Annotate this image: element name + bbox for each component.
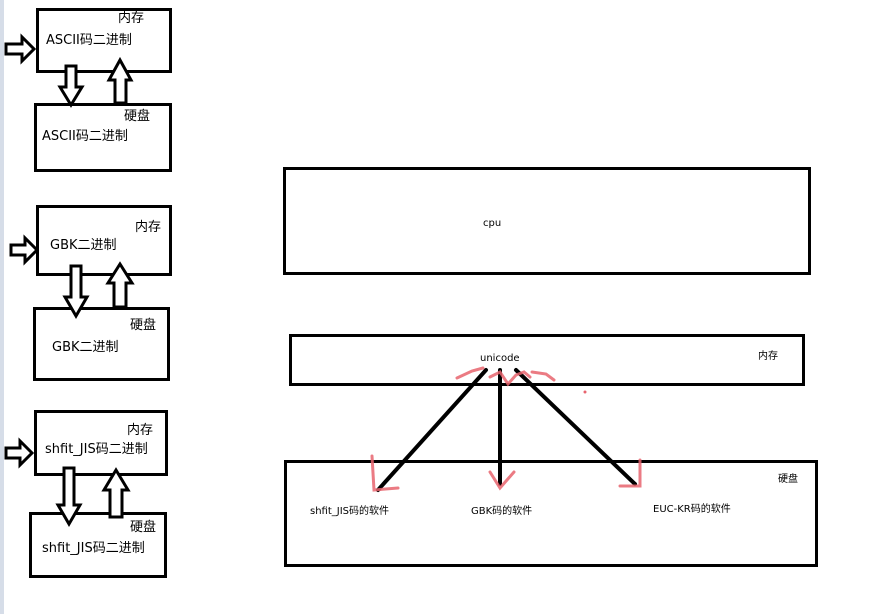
gbk-disk-label: 硬盘 [130, 318, 157, 333]
ascii-memory-label: 内存 [118, 11, 145, 26]
up-arrow-1 [106, 56, 134, 105]
jis-memory-box [34, 410, 168, 476]
disk-tag: 硬盘 [778, 474, 798, 485]
cpu-label: cpu [483, 218, 502, 229]
down-arrow-3 [55, 466, 83, 527]
jis-disk-box [29, 512, 167, 578]
down-arrow-1 [57, 64, 85, 108]
unicode-label: unicode [480, 353, 520, 364]
left-edge-strip [0, 0, 4, 614]
jis-memory-label: 内存 [127, 423, 154, 438]
line-to-shift-jis [376, 368, 488, 492]
marker-top-1 [455, 366, 485, 380]
marker-top-3 [530, 370, 556, 382]
jis-disk-text: shfit_JIS码二进制 [42, 541, 145, 556]
memory-tag: 内存 [758, 351, 778, 362]
marker-top-2 [488, 370, 532, 387]
unicode-memory-box [289, 334, 805, 386]
input-arrow-2 [9, 234, 40, 266]
ascii-memory-box [36, 8, 172, 73]
software-gbk: GBK码的软件 [471, 506, 533, 517]
gbk-memory-label: 内存 [135, 220, 162, 235]
gbk-disk-box [33, 307, 170, 381]
jis-disk-label: 硬盘 [130, 520, 157, 535]
cpu-box [283, 167, 811, 275]
input-arrow-1 [4, 33, 37, 65]
software-shift-jis: shfit_JIS码的软件 [310, 506, 390, 517]
ascii-memory-text: ASCII码二进制 [46, 33, 132, 48]
marker-dot [583, 390, 587, 394]
gbk-memory-text: GBK二进制 [50, 238, 117, 253]
software-euc-kr: EUC-KR码的软件 [653, 504, 731, 515]
marker-arrowhead-gbk [488, 470, 516, 491]
up-arrow-3 [101, 467, 131, 519]
marker-arrowhead-shift-jis [370, 454, 400, 492]
input-arrow-3 [4, 437, 35, 469]
down-arrow-2 [62, 264, 90, 319]
gbk-disk-text: GBK二进制 [52, 340, 119, 355]
jis-memory-text: shfit_JIS码二进制 [45, 442, 148, 457]
ascii-disk-label: 硬盘 [124, 109, 151, 124]
gbk-memory-box [36, 205, 172, 276]
marker-arrowhead-euc-kr [618, 458, 642, 488]
ascii-disk-box [34, 103, 172, 172]
line-to-euc-kr [514, 368, 637, 486]
ascii-disk-text: ASCII码二进制 [42, 129, 128, 144]
up-arrow-2 [105, 261, 135, 309]
